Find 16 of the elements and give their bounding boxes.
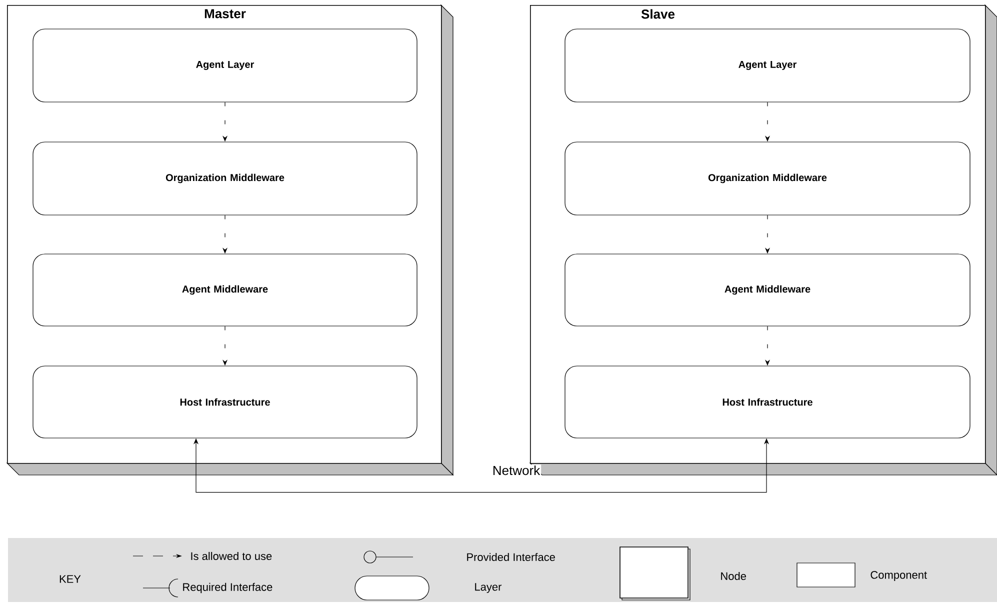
legend-text: Node — [721, 572, 746, 580]
legend-text: Is allowed to use — [191, 552, 272, 560]
layer-box: Agent Layer — [564, 28, 970, 102]
edge-label: Network — [493, 466, 540, 476]
legend-text: Layer — [475, 583, 502, 593]
layer-box: Organization Middleware — [564, 142, 970, 216]
layer-box: Agent Layer — [32, 28, 418, 102]
layer-box: Host Infrastructure — [564, 366, 970, 438]
key-label: KEY — [60, 575, 81, 583]
layer-box: Organization Middleware — [32, 142, 418, 216]
legend-text: Component — [870, 571, 927, 581]
layer-box: Agent Middleware — [32, 254, 418, 326]
legend-text: Provided Interface — [467, 552, 555, 562]
layer-box: Host Infrastructure — [32, 366, 418, 438]
legend-text: Required Interface — [183, 582, 272, 594]
layer-box: Agent Middleware — [564, 254, 970, 326]
